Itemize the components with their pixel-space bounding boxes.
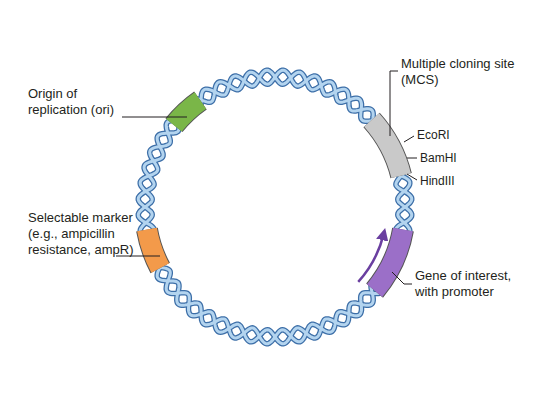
enzyme-tick bbox=[407, 158, 417, 159]
ori-label: Origin of replication (ori) bbox=[28, 86, 124, 118]
enzyme-tick bbox=[407, 174, 417, 180]
mcs-label: Multiple cloning site (MCS) bbox=[401, 56, 531, 88]
marker-label: Selectable marker (e.g., ampicillin resi… bbox=[28, 210, 158, 258]
dna-strand-outline bbox=[138, 70, 411, 343]
enzyme-tick bbox=[404, 136, 414, 142]
gene-segment bbox=[375, 230, 403, 291]
mcs-segment-border bbox=[372, 120, 402, 176]
leader-line bbox=[122, 117, 187, 118]
enzyme-label: HindIII bbox=[420, 174, 500, 188]
dna-strand bbox=[138, 70, 411, 343]
dna-strand bbox=[138, 70, 411, 343]
ampr-segment bbox=[147, 230, 160, 268]
leader-line bbox=[392, 272, 412, 284]
ori-segment-border bbox=[174, 101, 200, 126]
mcs-segment bbox=[372, 120, 402, 176]
plasmid-segments bbox=[147, 101, 403, 291]
gene-segment-border bbox=[375, 230, 403, 291]
promoter-arrow bbox=[358, 234, 383, 282]
leader-line bbox=[390, 71, 398, 136]
enzyme-label: BamHI bbox=[420, 151, 500, 165]
dna-helix bbox=[138, 70, 411, 343]
gene-label: Gene of interest, with promoter bbox=[415, 268, 535, 300]
dna-strand-outline bbox=[138, 70, 411, 343]
ampr-segment-border bbox=[147, 230, 160, 268]
leader-lines bbox=[116, 71, 417, 284]
enzyme-label: EcoRI bbox=[417, 128, 497, 142]
ori-segment bbox=[174, 101, 200, 126]
